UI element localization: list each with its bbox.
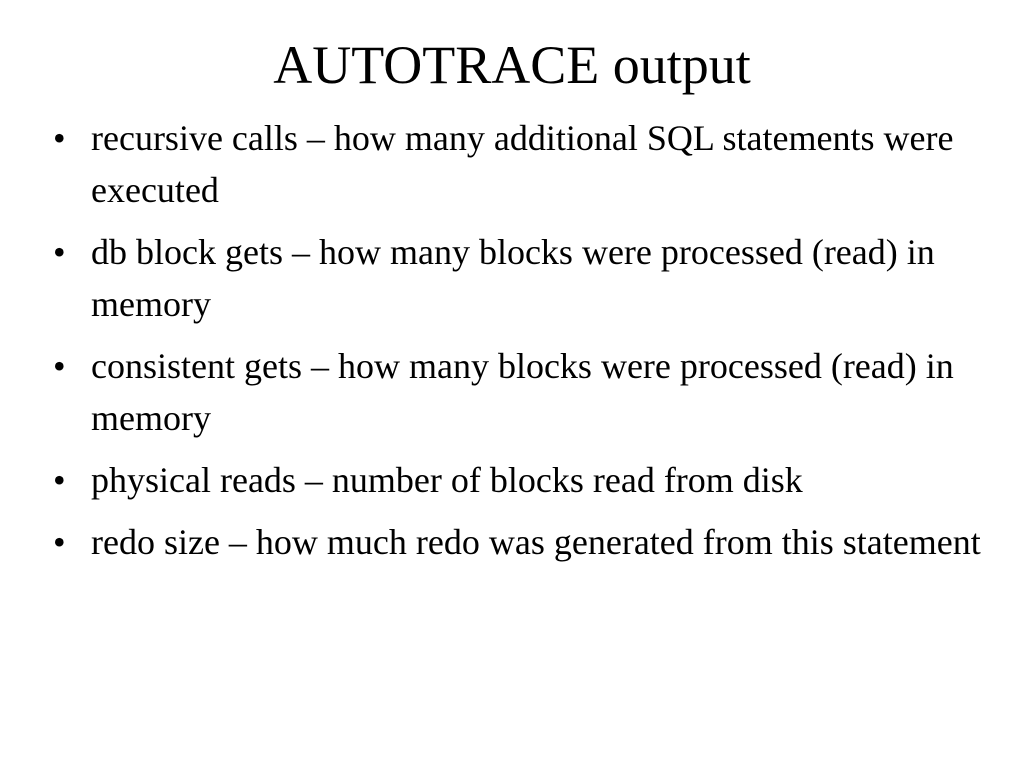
bullet-icon: • (53, 460, 66, 500)
bullet-item-physical-reads: • physical reads – number of blocks read… (53, 454, 983, 506)
bullet-text: physical reads – number of blocks read f… (91, 460, 803, 500)
bullet-text: db block gets – how many blocks were pro… (91, 232, 935, 324)
bullet-item-db-block-gets: • db block gets – how many blocks were p… (53, 226, 983, 330)
bullet-icon: • (53, 118, 66, 158)
bullet-icon: • (53, 232, 66, 272)
bullet-list: • recursive calls – how many additional … (53, 112, 983, 578)
bullet-icon: • (53, 522, 66, 562)
bullet-item-redo-size: • redo size – how much redo was generate… (53, 516, 983, 568)
bullet-icon: • (53, 346, 66, 386)
bullet-item-recursive-calls: • recursive calls – how many additional … (53, 112, 983, 216)
slide-title: AUTOTRACE output (273, 35, 751, 95)
bullet-text: recursive calls – how many additional SQ… (91, 118, 954, 210)
bullet-text: redo size – how much redo was generated … (91, 522, 981, 562)
bullet-text: consistent gets – how many blocks were p… (91, 346, 954, 438)
bullet-item-consistent-gets: • consistent gets – how many blocks were… (53, 340, 983, 444)
